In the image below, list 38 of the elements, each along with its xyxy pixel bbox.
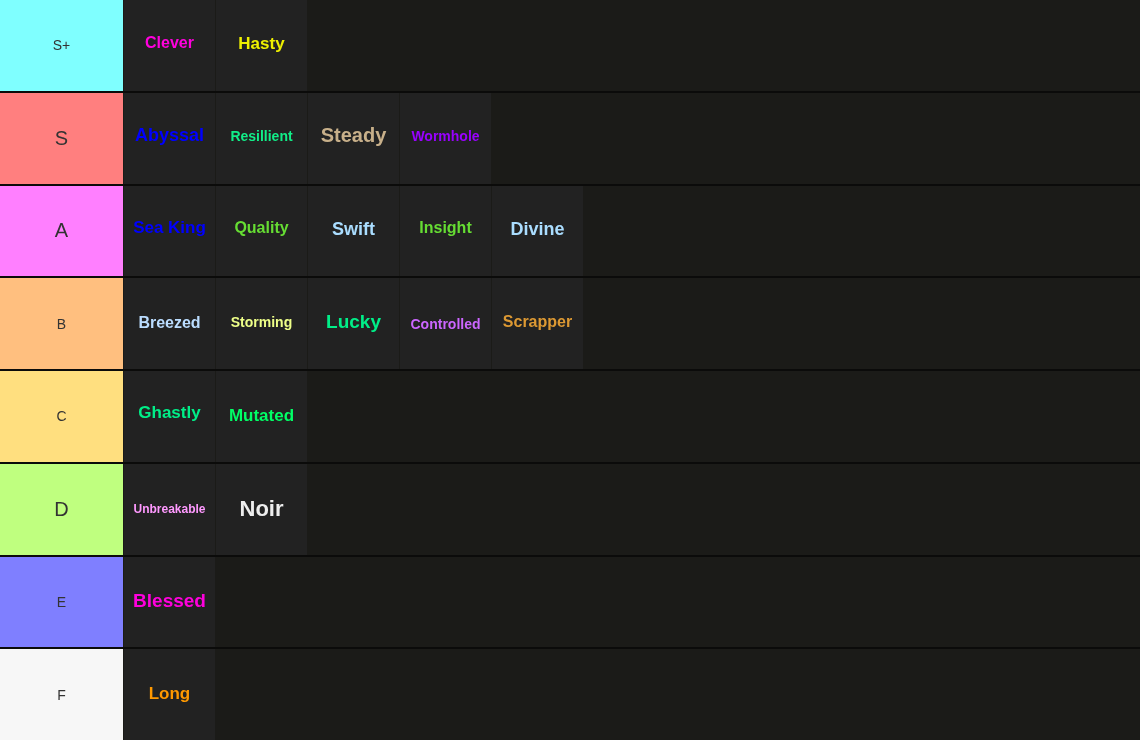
tier-item: Hasty [216,0,307,91]
tier-item: Insight [400,185,491,277]
tier-item: Breezed [124,278,215,369]
tier-label: F [0,649,123,740]
tier-item: Wormhole [400,92,491,184]
tier-label: C [0,371,123,462]
tier-item: Swift [308,185,399,277]
tier-row [0,371,1140,462]
tier-item: Unbreakable [124,463,215,555]
tier-item: Lucky [308,278,399,369]
tier-label: D [0,463,123,555]
tier-item: Scrapper [492,278,583,369]
tier-row [0,556,1140,648]
tier-item: Blessed [124,556,215,648]
tier-item: Steady [308,92,399,184]
tier-item: Quality [216,185,307,277]
tier-label: S+ [0,0,123,91]
tier-label: A [0,185,123,277]
tier-item: Divine [492,185,583,277]
tier-row [0,0,1140,91]
tier-item: Noir [216,463,307,555]
tier-item: Clever [124,0,215,91]
tier-item: Storming [216,278,307,369]
tier-item: Resillient [216,92,307,184]
tier-row [0,185,1140,277]
tier-label: S [0,92,123,184]
tier-row [0,278,1140,369]
tier-item: Long [124,649,215,740]
tier-item: Controlled [400,278,491,369]
tier-item: Sea King [124,185,215,277]
tier-label: B [0,278,123,369]
tier-row [0,463,1140,555]
tier-item: Ghastly [124,371,215,462]
tier-row [0,92,1140,184]
tier-item: Abyssal [124,92,215,184]
tier-row [0,649,1140,740]
tier-item: Mutated [216,371,307,462]
tier-label: E [0,556,123,648]
